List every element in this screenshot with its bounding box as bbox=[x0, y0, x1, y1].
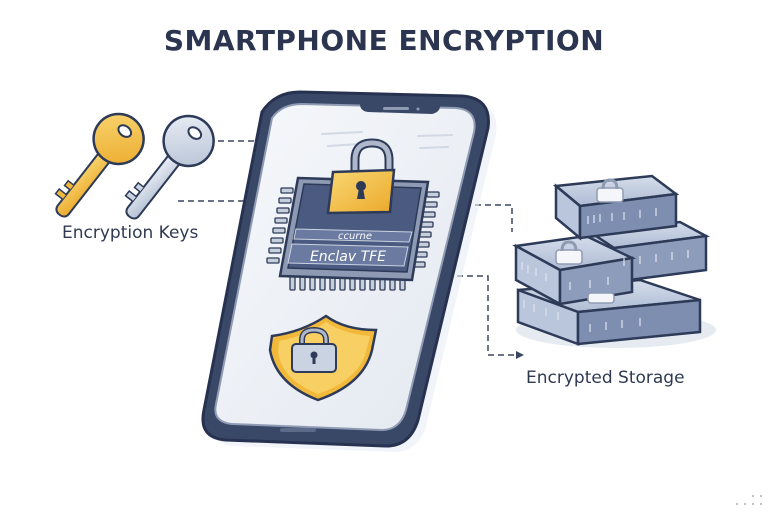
storage-padlock-icons bbox=[555, 178, 624, 304]
silver-key-icon bbox=[124, 114, 215, 220]
storage-blocks-icon bbox=[512, 174, 716, 348]
arrow-head-icon bbox=[516, 351, 524, 359]
encrypted-storage-label: Encrypted Storage bbox=[526, 368, 685, 388]
shield-lock-icon bbox=[268, 314, 378, 402]
chip-label-line1: ccurne bbox=[338, 231, 372, 242]
binary-marks bbox=[521, 208, 689, 332]
encryption-keys-label: Encryption Keys bbox=[62, 223, 199, 243]
gold-key-icon bbox=[54, 112, 145, 218]
secure-enclave-chip: ccurne Enclav TFE bbox=[266, 176, 440, 291]
chip-label-line2: Enclav TFE bbox=[310, 249, 386, 265]
watermark-dots-icon bbox=[736, 495, 762, 505]
chip-padlock-icon bbox=[326, 138, 396, 215]
page-title: SMARTPHONE ENCRYPTION bbox=[163, 24, 605, 57]
